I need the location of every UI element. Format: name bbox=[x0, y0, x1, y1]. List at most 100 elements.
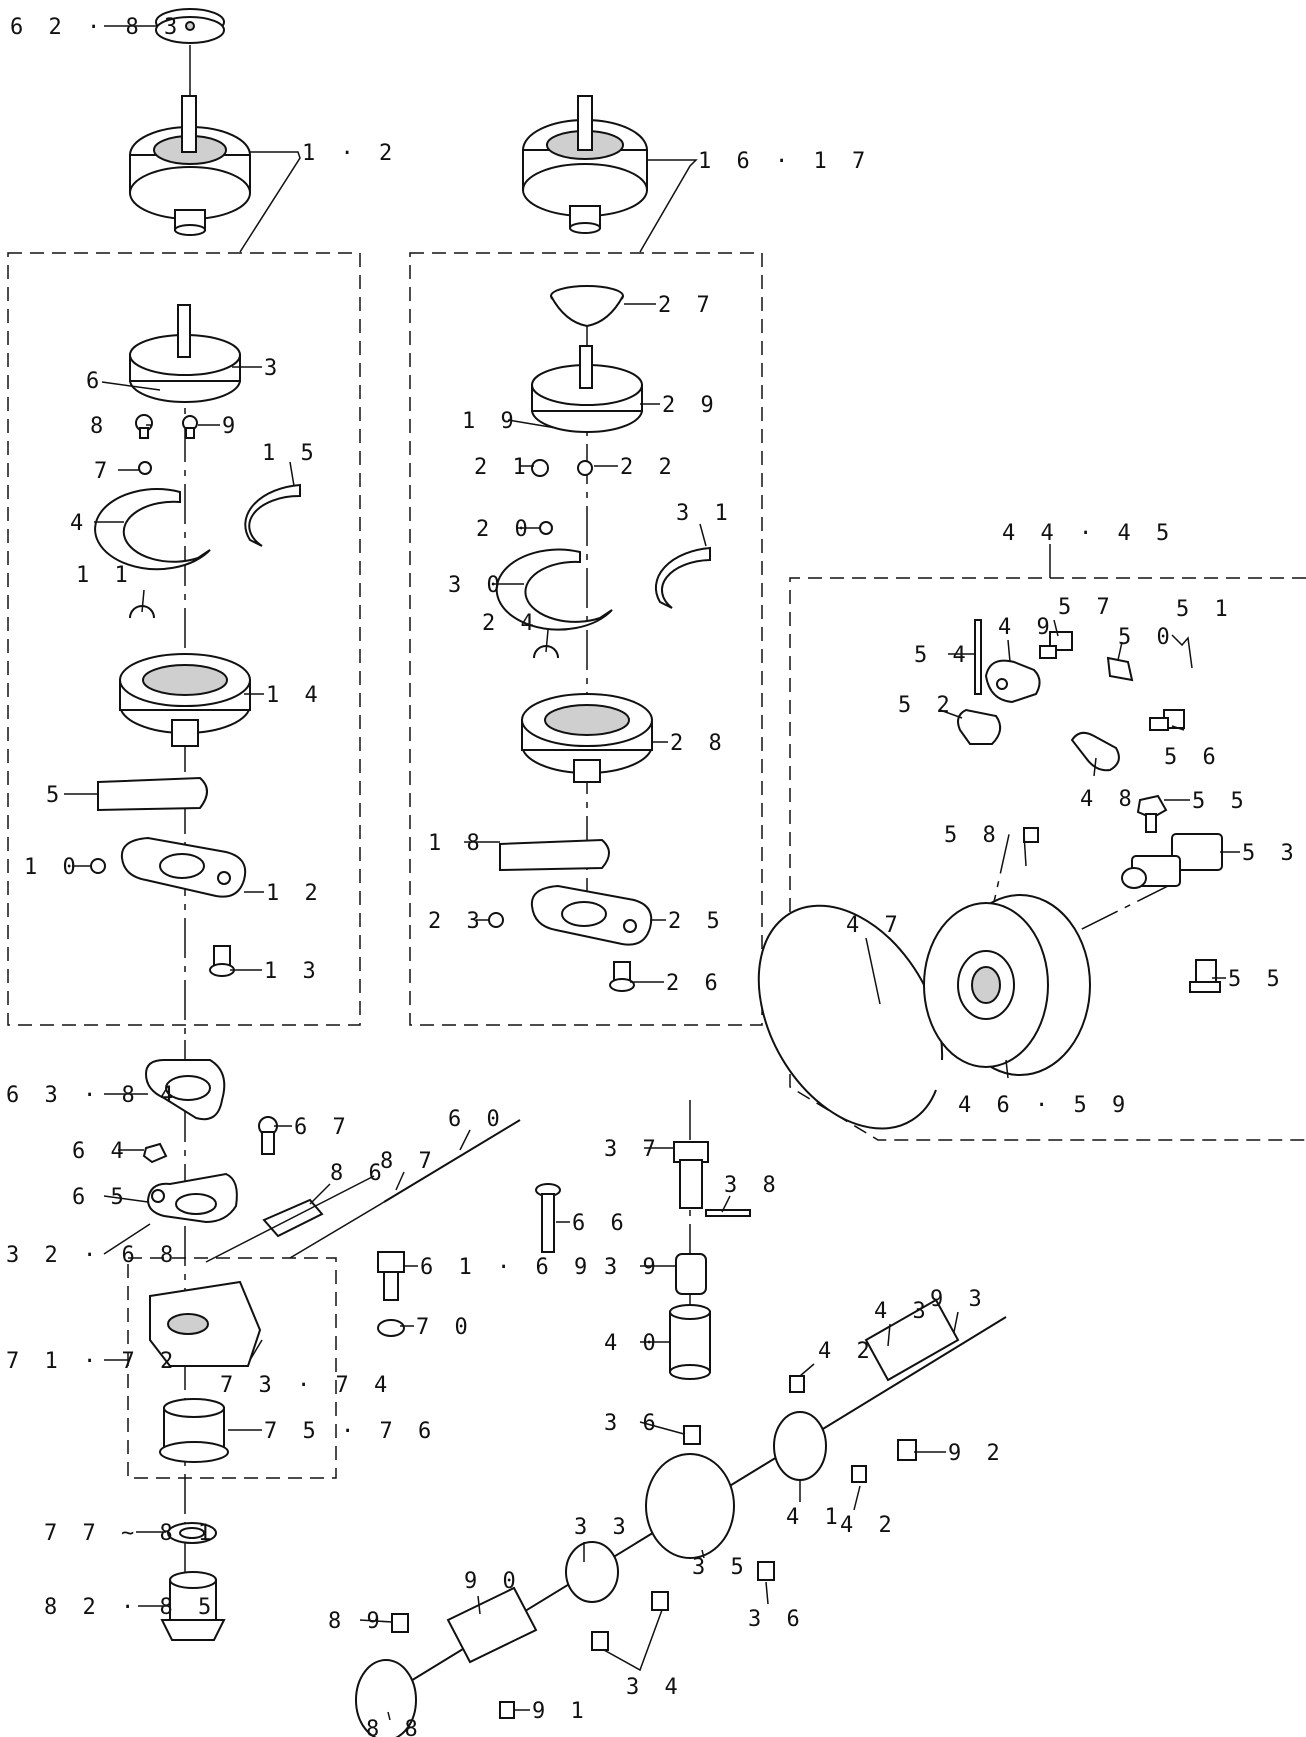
label-50: 5 0 bbox=[1118, 625, 1176, 650]
label-15: 1 5 bbox=[262, 441, 320, 466]
label-16-17: 1 6 · 1 7 bbox=[698, 149, 871, 174]
pin-37 bbox=[673, 1141, 709, 1209]
label-93: 9 3 bbox=[930, 1287, 988, 1312]
label-22: 2 2 bbox=[620, 455, 678, 480]
sleeve-40 bbox=[669, 1304, 711, 1380]
label-66: 6 6 bbox=[572, 1211, 630, 1236]
collar-41 bbox=[773, 1411, 827, 1481]
label-60: 6 0 bbox=[448, 1107, 506, 1132]
spring-51 bbox=[1171, 634, 1193, 669]
label-5: 5 bbox=[46, 783, 65, 808]
label-82-85: 8 2 · 8 5 bbox=[44, 1595, 217, 1620]
plate-18 bbox=[499, 838, 610, 872]
screw-55-bottom bbox=[1189, 959, 1221, 993]
set-screw-58 bbox=[1023, 827, 1039, 843]
label-27: 2 7 bbox=[658, 293, 716, 318]
knob-52 bbox=[957, 708, 1002, 745]
set-screw-91 bbox=[499, 1701, 515, 1719]
set-screw-34b bbox=[651, 1591, 669, 1611]
label-70: 7 0 bbox=[416, 1315, 474, 1340]
label-53: 5 3 bbox=[1242, 841, 1300, 866]
label-14: 1 4 bbox=[266, 683, 324, 708]
screw-8 bbox=[135, 414, 153, 439]
screw-67 bbox=[258, 1116, 278, 1155]
set-screw-42a bbox=[789, 1375, 805, 1393]
label-88: 8 8 bbox=[366, 1717, 424, 1737]
screw-57 bbox=[1039, 631, 1073, 659]
label-56: 5 6 bbox=[1164, 745, 1222, 770]
label-61-69: 6 1 · 6 9 bbox=[420, 1255, 593, 1280]
screw-7 bbox=[138, 461, 152, 475]
hook-body-3 bbox=[129, 304, 241, 403]
screw-22 bbox=[577, 460, 593, 476]
label-43: 4 3 bbox=[874, 1299, 932, 1324]
gasket-12 bbox=[120, 836, 247, 898]
screw-56 bbox=[1149, 709, 1185, 731]
cable-60 bbox=[289, 1119, 521, 1259]
label-9: 9 bbox=[222, 414, 241, 439]
ring-31 bbox=[654, 546, 711, 609]
label-42b: 4 2 bbox=[840, 1513, 898, 1538]
label-92: 9 2 bbox=[948, 1441, 1006, 1466]
label-36b: 3 6 bbox=[748, 1607, 806, 1632]
crank-49 bbox=[984, 659, 1041, 704]
label-20: 2 0 bbox=[476, 517, 534, 542]
label-19: 1 9 bbox=[462, 409, 520, 434]
ring-30 bbox=[495, 548, 613, 631]
block-73-74 bbox=[149, 1280, 262, 1367]
label-77-81: 7 7 ~ 8 1 bbox=[44, 1521, 217, 1546]
label-42a: 4 2 bbox=[818, 1339, 876, 1364]
rotary-hook-assembly-middle bbox=[522, 95, 648, 234]
screw-13 bbox=[209, 945, 235, 977]
group-box-lower bbox=[127, 1257, 337, 1479]
label-13: 1 3 bbox=[264, 959, 322, 984]
label-55a: 5 5 bbox=[1192, 789, 1250, 814]
plate-63-84 bbox=[144, 1059, 226, 1121]
screw-23 bbox=[488, 912, 504, 928]
label-41: 4 1 bbox=[786, 1505, 844, 1530]
bevel-gear-82-85 bbox=[160, 1571, 226, 1641]
spring-39 bbox=[675, 1253, 707, 1295]
label-37: 3 7 bbox=[604, 1137, 662, 1162]
label-10: 1 0 bbox=[24, 855, 82, 880]
set-screw-36b bbox=[757, 1561, 775, 1581]
screw-9 bbox=[182, 415, 198, 439]
label-49: 4 9 bbox=[998, 615, 1056, 640]
label-57: 5 7 bbox=[1058, 595, 1116, 620]
axis-gear bbox=[859, 879, 1181, 1041]
label-11: 1 1 bbox=[76, 563, 134, 588]
label-34: 3 4 bbox=[626, 1675, 684, 1700]
set-screw-42b bbox=[851, 1465, 867, 1483]
hook-base-28 bbox=[521, 693, 653, 783]
label-12: 1 2 bbox=[266, 881, 324, 906]
label-28: 2 8 bbox=[670, 731, 728, 756]
label-35: 3 5 bbox=[692, 1555, 750, 1580]
pin-54 bbox=[974, 619, 982, 695]
label-1-2: 1 · 2 bbox=[302, 141, 398, 166]
label-64: 6 4 bbox=[72, 1139, 130, 1164]
label-48: 4 8 bbox=[1080, 787, 1138, 812]
screw-66 bbox=[535, 1183, 561, 1253]
label-51: 5 1 bbox=[1176, 597, 1234, 622]
label-47: 4 7 bbox=[846, 913, 904, 938]
label-86: 8 6 bbox=[330, 1161, 388, 1186]
label-75-76: 7 5 · 7 6 bbox=[264, 1419, 437, 1444]
label-30: 3 0 bbox=[448, 573, 506, 598]
label-8: 8 bbox=[90, 414, 109, 439]
set-screw-34a bbox=[591, 1631, 609, 1651]
label-40: 4 0 bbox=[604, 1331, 662, 1356]
label-33: 3 3 bbox=[574, 1515, 632, 1540]
label-29: 2 9 bbox=[662, 393, 720, 418]
plate-32-68 bbox=[146, 1172, 238, 1224]
bushing-75-76 bbox=[159, 1398, 229, 1463]
collar-33 bbox=[565, 1541, 619, 1603]
label-44-45: 4 4 · 4 5 bbox=[1002, 521, 1175, 546]
nut-64 bbox=[142, 1142, 168, 1164]
label-67: 6 7 bbox=[294, 1115, 352, 1140]
label-36a: 3 6 bbox=[604, 1411, 662, 1436]
label-39: 3 9 bbox=[604, 1255, 662, 1280]
label-46-59: 4 6 · 5 9 bbox=[958, 1093, 1131, 1118]
washer-70 bbox=[377, 1319, 405, 1337]
set-screw-36a bbox=[683, 1425, 701, 1445]
